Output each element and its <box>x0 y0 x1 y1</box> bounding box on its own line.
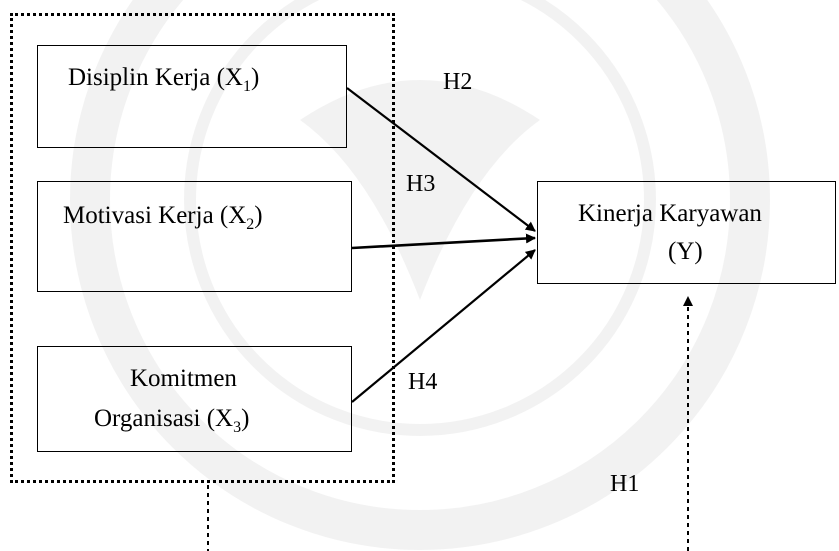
node-disiplin-kerja: Disiplin Kerja (X1) <box>37 45 347 148</box>
node-x3-line1: Komitmen <box>130 361 237 397</box>
node-x1-text: Disiplin Kerja (X <box>68 64 243 91</box>
node-x3-line2: Organisasi (X3) <box>94 401 249 439</box>
hypothesis-h1-label: H1 <box>610 471 640 497</box>
node-x3-line1-text: Komitmen <box>130 365 237 392</box>
node-y-line2-text: (Y) <box>668 238 703 265</box>
node-motivasi-kerja: Motivasi Kerja (X2) <box>37 181 352 292</box>
node-x1-subscript: 1 <box>242 78 251 95</box>
node-x2-subscript: 2 <box>246 216 255 233</box>
node-kinerja-karyawan: Kinerja Karyawan (Y) <box>537 181 836 284</box>
hypothesis-h4-label: H4 <box>408 369 438 395</box>
node-y-line2: (Y) <box>668 234 703 270</box>
node-disiplin-kerja-label: Disiplin Kerja (X1) <box>68 60 259 98</box>
node-x1-close: ) <box>250 64 260 91</box>
node-x2-text: Motivasi Kerja (X <box>63 202 247 229</box>
hypothesis-h2-label: H2 <box>443 69 473 95</box>
arrow-x1-to-y <box>346 87 536 232</box>
node-x3-close: ) <box>241 405 250 432</box>
node-x3-subscript: 3 <box>233 419 242 436</box>
arrow-x3-to-y <box>351 249 536 403</box>
node-y-line1-text: Kinerja Karyawan <box>578 200 762 227</box>
node-komitmen-organisasi: Komitmen Organisasi (X3) <box>37 346 352 452</box>
node-motivasi-kerja-label: Motivasi Kerja (X2) <box>63 198 263 236</box>
node-y-line1: Kinerja Karyawan <box>578 196 762 232</box>
node-x3-line2-text: Organisasi (X <box>94 405 234 432</box>
node-x2-close: ) <box>254 202 263 229</box>
arrow-x2-to-y <box>351 233 536 250</box>
independent-variables-group <box>10 13 395 483</box>
hypothesis-h3-label: H3 <box>406 171 436 197</box>
